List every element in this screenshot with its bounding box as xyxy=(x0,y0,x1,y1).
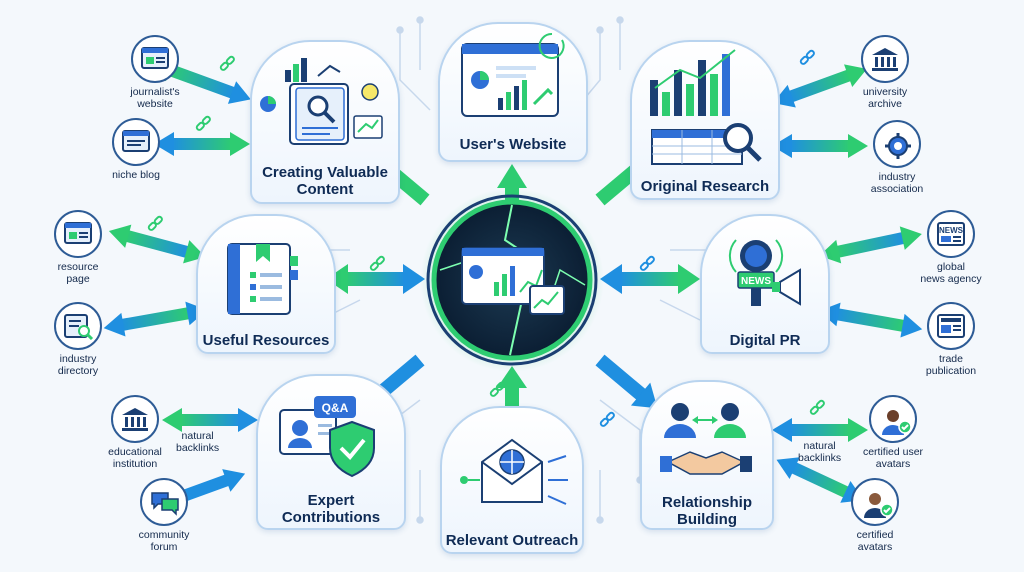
hub-dashboard-icon xyxy=(461,247,565,315)
browser-window-icon xyxy=(54,210,102,258)
arrow-educational xyxy=(162,408,258,432)
card-relationship-building: Relationship Building xyxy=(640,380,774,530)
browser-window-icon xyxy=(131,35,179,83)
card-expert-contributions: Expert Contributions xyxy=(256,374,406,530)
arrow-certified-user xyxy=(772,418,868,442)
arrow-industry-association xyxy=(772,134,868,158)
creating-content-title: Creating Valuable Content xyxy=(252,164,398,198)
card-relevant-outreach: Relevant Outreach xyxy=(440,406,584,554)
chain-icon-8 xyxy=(489,381,505,397)
chain-icon-1 xyxy=(219,55,235,71)
arrow-hub-to-relationship xyxy=(595,354,658,409)
card-creating-content: Creating Valuable Content xyxy=(250,40,400,204)
gear-icon xyxy=(873,120,921,168)
chain-icon-5 xyxy=(799,49,815,65)
chain-icon-7 xyxy=(599,411,615,427)
arrow-hub-to-resources xyxy=(326,264,425,294)
central-hub xyxy=(420,188,604,372)
chat-bubbles-icon xyxy=(140,478,188,526)
creating-content-title-text: Creating Valuable Content xyxy=(262,164,388,198)
relationship-building-title: Relationship Building xyxy=(661,494,752,528)
chain-icon-4 xyxy=(639,255,655,271)
useful-resources-title: Useful Resources xyxy=(202,332,330,349)
newspaper-icon: NEWS xyxy=(927,210,975,258)
card-digital-pr: Digital PR xyxy=(700,214,830,354)
verified-avatar-icon xyxy=(851,478,899,526)
chain-icon-9 xyxy=(809,399,825,415)
arrow-niche-blog xyxy=(154,132,250,156)
university-building-icon xyxy=(861,35,909,83)
original-research-title: Original Research xyxy=(640,178,770,195)
niche-blog-label: niche blog xyxy=(112,169,160,181)
relevant-outreach-title: Relevant Outreach xyxy=(445,532,579,549)
expert-contributions-title: Expert Contributions xyxy=(281,492,381,526)
users-website-title: User's Website xyxy=(459,136,567,153)
directory-search-icon xyxy=(54,302,102,350)
digital-pr-title: Digital PR xyxy=(729,332,801,349)
link-chain-icons xyxy=(147,49,825,427)
chain-icon-3 xyxy=(369,255,385,271)
card-useful-resources: Useful Resources xyxy=(196,214,336,354)
verified-avatar-icon xyxy=(869,395,917,443)
arrow-resource-page xyxy=(108,224,206,264)
university-building-icon xyxy=(111,395,159,443)
newspaper-icon xyxy=(927,302,975,350)
arrow-hub-to-digital-pr xyxy=(600,264,700,294)
news-flag-text: NEWS xyxy=(939,226,964,235)
chain-icon-2 xyxy=(195,115,211,131)
card-users-website: User's Website xyxy=(438,22,588,162)
node-niche-blog: niche blog xyxy=(96,118,176,181)
chain-icon-6 xyxy=(147,215,163,231)
card-original-research: Original Research xyxy=(630,40,780,200)
blog-window-icon xyxy=(112,118,160,166)
